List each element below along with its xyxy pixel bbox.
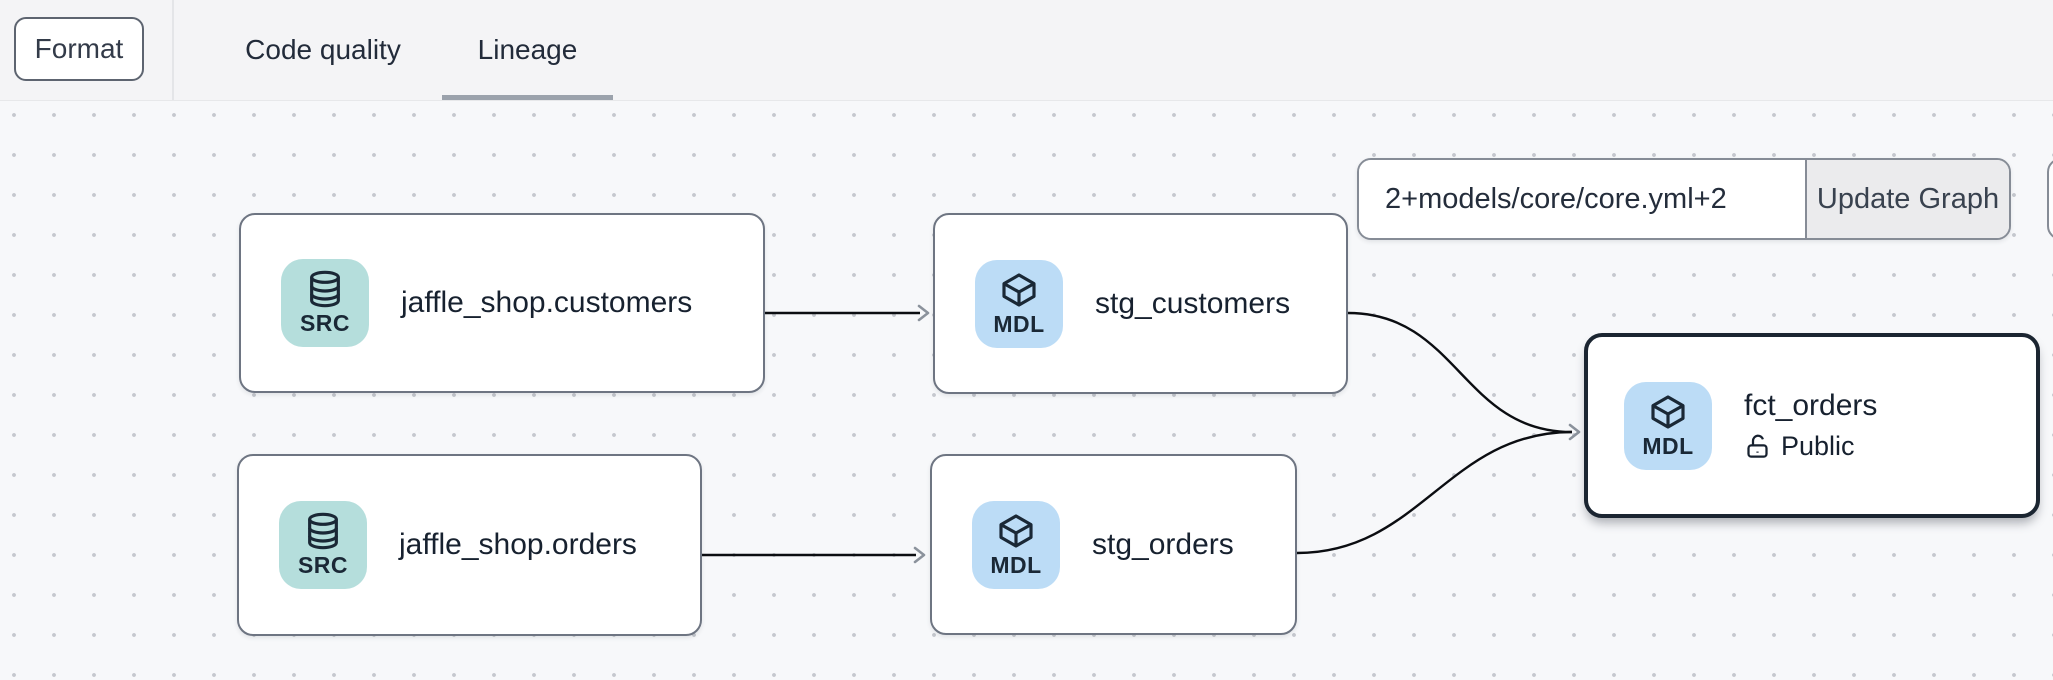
- node-fct-orders[interactable]: MDL fct_orders Public: [1584, 333, 2040, 518]
- database-icon: [303, 511, 343, 551]
- lineage-canvas[interactable]: SRC jaffle_shop.customers MDL stg_custom…: [0, 101, 2053, 680]
- node-stg-orders[interactable]: MDL stg_orders: [930, 454, 1297, 635]
- badge-label: MDL: [993, 310, 1045, 337]
- header-divider: [172, 0, 174, 100]
- cube-icon: [1648, 392, 1688, 432]
- format-button[interactable]: Format: [14, 17, 144, 81]
- node-title: jaffle_shop.orders: [399, 528, 637, 561]
- node-title: fct_orders: [1744, 389, 1878, 422]
- selector-group: Update Graph: [1357, 158, 2011, 240]
- model-type-badge: MDL: [972, 500, 1060, 589]
- selector-input[interactable]: [1359, 160, 1805, 238]
- node-title: stg_orders: [1092, 527, 1234, 561]
- update-graph-button[interactable]: Update Graph: [1807, 160, 2009, 238]
- cube-icon: [999, 270, 1039, 310]
- model-type-badge: MDL: [975, 259, 1063, 348]
- unlock-icon: [1744, 433, 1771, 460]
- source-type-badge: SRC: [279, 501, 367, 589]
- partial-control-right[interactable]: [2047, 158, 2053, 240]
- lineage-edges: [702, 304, 1581, 564]
- badge-label: SRC: [299, 310, 351, 336]
- tab-code-quality[interactable]: Code quality: [245, 34, 401, 65]
- badge-label: MDL: [1642, 432, 1694, 459]
- node-title: stg_customers: [1095, 286, 1291, 320]
- node-jaffle-shop-customers[interactable]: SRC jaffle_shop.customers: [239, 213, 765, 393]
- tab-lineage[interactable]: Lineage: [442, 0, 613, 100]
- access-row: Public: [1744, 431, 1877, 462]
- header: Format Code quality Lineage: [0, 0, 2053, 101]
- database-icon: [305, 269, 345, 309]
- node-jaffle-shop-orders[interactable]: SRC jaffle_shop.orders: [237, 454, 702, 636]
- access-label: Public: [1781, 431, 1855, 461]
- model-type-badge: MDL: [1624, 381, 1712, 470]
- badge-label: SRC: [297, 552, 349, 578]
- node-title: jaffle_shop.customers: [401, 286, 693, 319]
- badge-label: MDL: [990, 551, 1042, 578]
- node-stg-customers[interactable]: MDL stg_customers: [933, 213, 1348, 394]
- node-body: fct_orders Public: [1744, 389, 1877, 462]
- cube-icon: [996, 511, 1036, 551]
- source-type-badge: SRC: [281, 259, 369, 347]
- selector-separator: [1805, 160, 1807, 238]
